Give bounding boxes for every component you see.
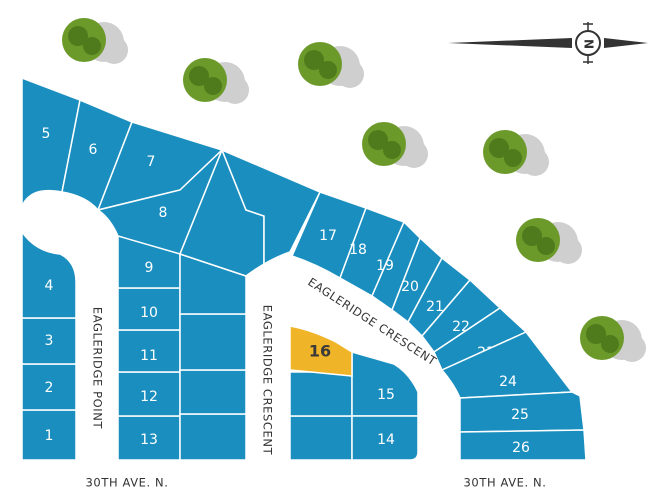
svg-text:14: 14 — [377, 432, 395, 448]
parcel[interactable] — [289, 371, 353, 461]
svg-text:8: 8 — [159, 205, 168, 221]
lot-16-highlighted[interactable]: 16 — [289, 325, 353, 377]
compass-label: N — [582, 39, 596, 49]
svg-text:17: 17 — [319, 228, 337, 244]
tree-icon — [62, 18, 128, 64]
svg-text:9: 9 — [145, 260, 154, 276]
svg-text:26: 26 — [512, 440, 530, 456]
svg-text:1: 1 — [45, 428, 54, 444]
parcel[interactable] — [179, 252, 247, 461]
lot-10[interactable]: 10 — [117, 287, 181, 331]
road-label-30th-ave-left: 30TH AVE. N. — [86, 476, 169, 490]
tree-icon — [580, 316, 646, 362]
road-label-eagleridge-crescent-vertical: EAGLERIDGE CRESCENT — [261, 305, 275, 456]
lot-12[interactable]: 12 — [117, 371, 181, 417]
tree-icon — [298, 42, 364, 88]
lot-15[interactable]: 15 — [351, 351, 419, 417]
road-label-30th-ave-right: 30TH AVE. N. — [464, 476, 547, 490]
svg-text:20: 20 — [401, 279, 419, 295]
parcel[interactable] — [179, 147, 322, 277]
svg-text:19: 19 — [376, 258, 394, 274]
svg-text:10: 10 — [140, 305, 158, 321]
compass-icon — [448, 22, 648, 64]
road-label-eagleridge-point: EAGLERIDGE POINT — [91, 307, 105, 430]
svg-text:18: 18 — [349, 242, 367, 258]
lot-2[interactable]: 2 — [21, 363, 77, 411]
tree-icon — [483, 130, 549, 176]
svg-text:12: 12 — [140, 389, 158, 405]
svg-text:21: 21 — [426, 299, 444, 315]
svg-text:3: 3 — [45, 333, 54, 349]
lot-11[interactable]: 11 — [117, 329, 181, 373]
svg-text:13: 13 — [140, 432, 158, 448]
svg-text:7: 7 — [147, 154, 156, 170]
lot-3[interactable]: 3 — [21, 317, 77, 365]
svg-text:16: 16 — [309, 342, 331, 361]
lot-5[interactable]: 5 — [21, 76, 81, 211]
tree-icon — [516, 218, 582, 264]
lot-14[interactable]: 14 — [351, 415, 419, 461]
svg-text:5: 5 — [42, 126, 51, 142]
lot-26[interactable]: 26 — [459, 429, 587, 461]
lot-21[interactable]: 21 — [407, 256, 472, 338]
lot-13[interactable]: 13 — [117, 415, 181, 461]
svg-text:4: 4 — [45, 278, 54, 294]
svg-text:25: 25 — [511, 407, 529, 423]
svg-text:6: 6 — [89, 142, 98, 158]
lot-1[interactable]: 1 — [21, 409, 77, 461]
svg-text:11: 11 — [140, 348, 158, 364]
svg-text:24: 24 — [499, 374, 517, 390]
tree-icon — [183, 58, 249, 104]
lot-25[interactable]: 25 — [459, 391, 585, 433]
tree-icon — [362, 122, 428, 168]
svg-text:15: 15 — [377, 387, 395, 403]
svg-text:2: 2 — [45, 380, 54, 396]
lot-4[interactable]: 4 — [21, 229, 77, 319]
